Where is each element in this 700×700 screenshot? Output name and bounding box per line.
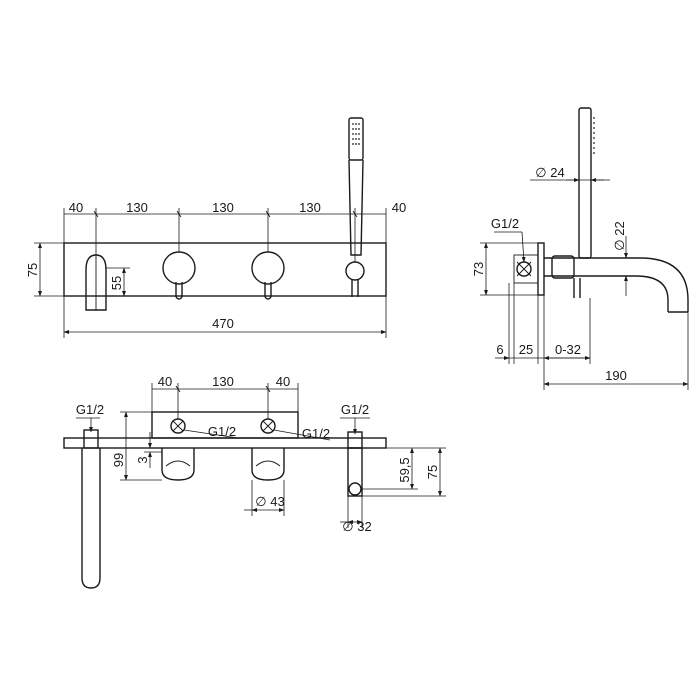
front-dim-470-lines	[63, 296, 387, 338]
front-dim-130-c: 130	[299, 200, 321, 215]
front-view: 40 130 130 130 40 75 55 470	[25, 117, 406, 338]
top-handle-1	[161, 418, 195, 481]
top-dim-43-lines	[244, 480, 285, 516]
side-dim-190: 190	[605, 368, 627, 383]
front-top-dimension-chain	[63, 208, 387, 262]
top-g12-mid-a: G1/2	[208, 424, 236, 439]
front-shower-nozzles	[352, 123, 360, 145]
front-spout	[85, 254, 107, 311]
front-shower-head	[348, 117, 364, 161]
top-dim-75: 75	[425, 465, 440, 479]
top-wall-panel	[63, 437, 387, 449]
front-dim-55-lines	[106, 267, 130, 297]
front-diverter	[345, 261, 365, 297]
side-dim-73: 73	[471, 262, 486, 276]
side-g12-leader	[494, 231, 526, 263]
top-dim-99: 99	[111, 453, 126, 467]
side-dim-0-32: 0-32	[555, 342, 581, 357]
top-dim-3-lines	[144, 432, 162, 468]
front-dim-470: 470	[212, 316, 234, 331]
side-dim-190-lines	[543, 312, 689, 390]
side-wall-body	[513, 242, 545, 296]
side-shower-nozzles	[593, 117, 595, 154]
top-dim-59-5: 59,5	[397, 457, 412, 482]
front-dim-75: 75	[25, 263, 40, 277]
front-dim-130-a: 130	[126, 200, 148, 215]
top-dim-40-right: 40	[276, 374, 290, 389]
side-handle-pin	[573, 278, 581, 298]
side-hand-shower	[578, 107, 595, 259]
top-dim-130: 130	[212, 374, 234, 389]
top-g12-mid-b: G1/2	[302, 426, 330, 441]
top-mixer-body	[151, 411, 299, 439]
top-diverter	[347, 431, 363, 497]
top-g12-left: G1/2	[76, 402, 104, 417]
front-hand-shower	[348, 117, 364, 256]
top-view: 40 130 40 G1/2 G1/2 G1/2 G1/2 99	[63, 374, 446, 589]
side-dim-24: ∅ 24	[535, 165, 564, 180]
top-dim-chain	[151, 383, 299, 419]
side-dim-6: 6	[496, 342, 503, 357]
top-dim-32-lines	[340, 496, 363, 528]
front-handle-1	[162, 251, 196, 300]
side-spout	[544, 255, 689, 313]
front-dim-130-b: 130	[212, 200, 234, 215]
top-dim-3: 3	[135, 456, 150, 463]
front-handle-2	[251, 251, 285, 300]
side-g12: G1/2	[491, 216, 519, 231]
side-dim-25: 25	[519, 342, 533, 357]
front-wall-plate	[63, 242, 387, 297]
top-dim-99-lines	[120, 411, 162, 481]
top-g12-leaders	[76, 417, 370, 441]
front-dim-40-left: 40	[69, 200, 83, 215]
side-dim-22: ∅ 22	[612, 221, 627, 250]
top-handle-2	[251, 418, 285, 481]
top-dim-59-75-lines	[362, 447, 446, 497]
top-g12-right: G1/2	[341, 402, 369, 417]
side-view: ∅ 24 G1/2 ∅ 22 73	[471, 107, 689, 390]
top-dim-32: ∅ 32	[342, 519, 371, 534]
top-spout	[81, 429, 101, 589]
side-dim-22-lines	[610, 236, 640, 296]
front-dim-75-lines	[34, 242, 64, 297]
side-dim-bottom-chain	[495, 283, 591, 390]
front-dim-40-right: 40	[392, 200, 406, 215]
top-dim-43: ∅ 43	[255, 494, 284, 509]
top-dim-40-left: 40	[158, 374, 172, 389]
front-dim-55: 55	[109, 276, 124, 290]
